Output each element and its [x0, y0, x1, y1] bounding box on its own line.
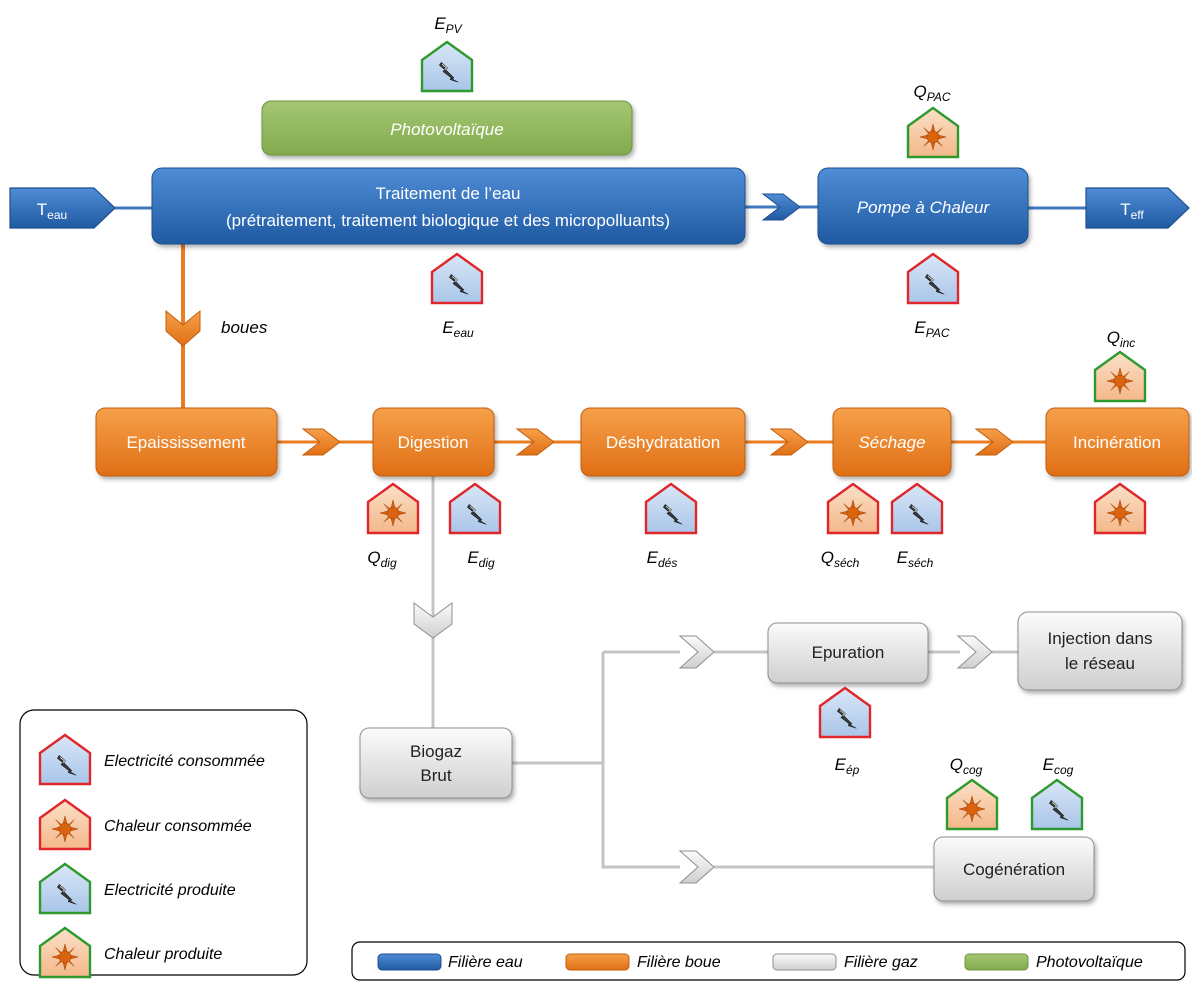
- q-inc-label: Qinc: [1107, 328, 1136, 350]
- epuration-label: Epuration: [812, 643, 885, 662]
- e-pv-label: EPV: [434, 14, 462, 36]
- epaississement-box: [95, 407, 278, 477]
- q-dig-label: Qdig: [367, 548, 397, 570]
- injection-label-1: Injection dans: [1048, 629, 1153, 648]
- injection-label-2: le réseau: [1065, 654, 1135, 673]
- legend-elec-consumed-icon: [38, 733, 92, 786]
- incineration-box: [1045, 407, 1190, 477]
- t-eff-sub: eff: [1131, 208, 1145, 222]
- e-des-icon: [644, 482, 698, 535]
- legend-heat-consumed-label: Chaleur consommée: [104, 818, 252, 835]
- e-dig-icon: [448, 482, 502, 535]
- legend-eau-swatch: [377, 953, 442, 971]
- svg-text:Teau: Teau: [37, 200, 67, 222]
- e-cog-icon: [1030, 778, 1084, 831]
- q-pac-icon: [906, 106, 960, 159]
- injection-box: [1017, 611, 1183, 691]
- legend-heat-consumed-icon: [38, 798, 92, 851]
- t-eff-label: T: [1120, 200, 1130, 219]
- e-sech-label: Eséch: [897, 548, 934, 570]
- chevron-3: [769, 428, 809, 456]
- q-sech-label: Qséch: [821, 548, 860, 570]
- legend-heat-produced-label: Chaleur produite: [104, 946, 222, 963]
- cogeneration-label: Cogénération: [963, 860, 1065, 879]
- e-sech-icon: [890, 482, 944, 535]
- t-eff-arrow: Teff: [1085, 187, 1190, 229]
- legend-gaz-swatch: [772, 953, 837, 971]
- e-pac-label: EPAC: [914, 318, 949, 340]
- legend-elec-produced-icon: [38, 862, 92, 915]
- boues-label: boues: [221, 318, 268, 337]
- photovoltaique-box: [261, 100, 633, 156]
- e-ep-icon: [818, 686, 872, 739]
- e-eau-icon: [430, 252, 484, 305]
- pompe-label: Pompe à Chaleur: [857, 198, 991, 217]
- traitement-label-2: (prétraitement, traitement biologique et…: [226, 211, 670, 230]
- legend-pv-swatch: [964, 953, 1029, 971]
- chevron-2: [515, 428, 555, 456]
- legend-elec-consumed-label: Electricité consommée: [104, 753, 265, 770]
- gas-flow-lines: [431, 476, 1018, 869]
- epaississement-label: Epaississement: [126, 433, 245, 452]
- t-eau-arrow: Teau: [9, 187, 116, 229]
- epuration-box: [767, 622, 929, 684]
- legend-boue-swatch: [565, 953, 630, 971]
- legend-elec-produced-label: Electricité produite: [104, 882, 236, 899]
- e-dig-label: Edig: [467, 548, 495, 570]
- sechage-label: Séchage: [858, 433, 925, 452]
- t-eau-sub: eau: [47, 208, 67, 222]
- gas-chevron-injection: [956, 635, 993, 669]
- pompe-box: [817, 167, 1029, 245]
- gas-chevron-epuration: [678, 635, 715, 669]
- traitement-box: [151, 167, 746, 245]
- legend-gaz-label: Filière gaz: [844, 954, 918, 971]
- legend-pv-label: Photovoltaïque: [1036, 954, 1143, 971]
- e-des-label: Edés: [647, 548, 678, 570]
- gas-chevrons: [413, 602, 993, 884]
- digestion-box: [372, 407, 495, 477]
- cogeneration-box: [933, 836, 1095, 902]
- traitement-label-1: Traitement de l’eau: [376, 184, 521, 203]
- icon-legend: Electricité consommée Chaleur consommée …: [19, 709, 308, 979]
- photovoltaique-label: Photovoltaïque: [390, 120, 503, 139]
- digestion-label: Digestion: [398, 433, 469, 452]
- water-chevron: [761, 193, 801, 221]
- q-cog-label: Qcog: [950, 755, 983, 777]
- biogaz-label-1: Biogaz: [410, 742, 462, 761]
- e-pac-icon: [906, 252, 960, 305]
- sechage-box: [832, 407, 952, 477]
- deshydratation-label: Déshydratation: [606, 433, 720, 452]
- e-ep-label: Eép: [835, 755, 860, 777]
- chevron-1: [301, 428, 341, 456]
- legend-eau-label: Filière eau: [448, 954, 523, 971]
- legend-boue-label: Filière boue: [637, 954, 721, 971]
- gas-chevron-down: [413, 602, 453, 639]
- q-pac-label: QPAC: [913, 82, 950, 104]
- e-cog-label: Ecog: [1043, 755, 1074, 777]
- incineration-heat-icon: [1093, 482, 1147, 535]
- boues-chevron: [165, 309, 201, 347]
- chevron-4: [974, 428, 1014, 456]
- incineration-label: Incinération: [1073, 433, 1161, 452]
- e-eau-label: Eeau: [442, 318, 474, 340]
- line-legend: Filière eau Filière boue Filière gaz Pho…: [351, 941, 1186, 981]
- q-dig-icon: [366, 482, 420, 535]
- gas-chevron-cog: [678, 850, 715, 884]
- q-sech-icon: [826, 482, 880, 535]
- legend-heat-produced-icon: [38, 926, 92, 979]
- q-cog-icon: [945, 778, 999, 831]
- biogaz-label-2: Brut: [420, 766, 451, 785]
- biogaz-box: [359, 727, 513, 799]
- svg-text:Teff: Teff: [1120, 200, 1144, 222]
- deshydratation-box: [580, 407, 746, 477]
- q-inc-icon: [1093, 350, 1147, 403]
- sludge-chevrons: [165, 309, 1014, 456]
- t-eau-label: T: [37, 200, 47, 219]
- e-pv-icon: [420, 40, 474, 93]
